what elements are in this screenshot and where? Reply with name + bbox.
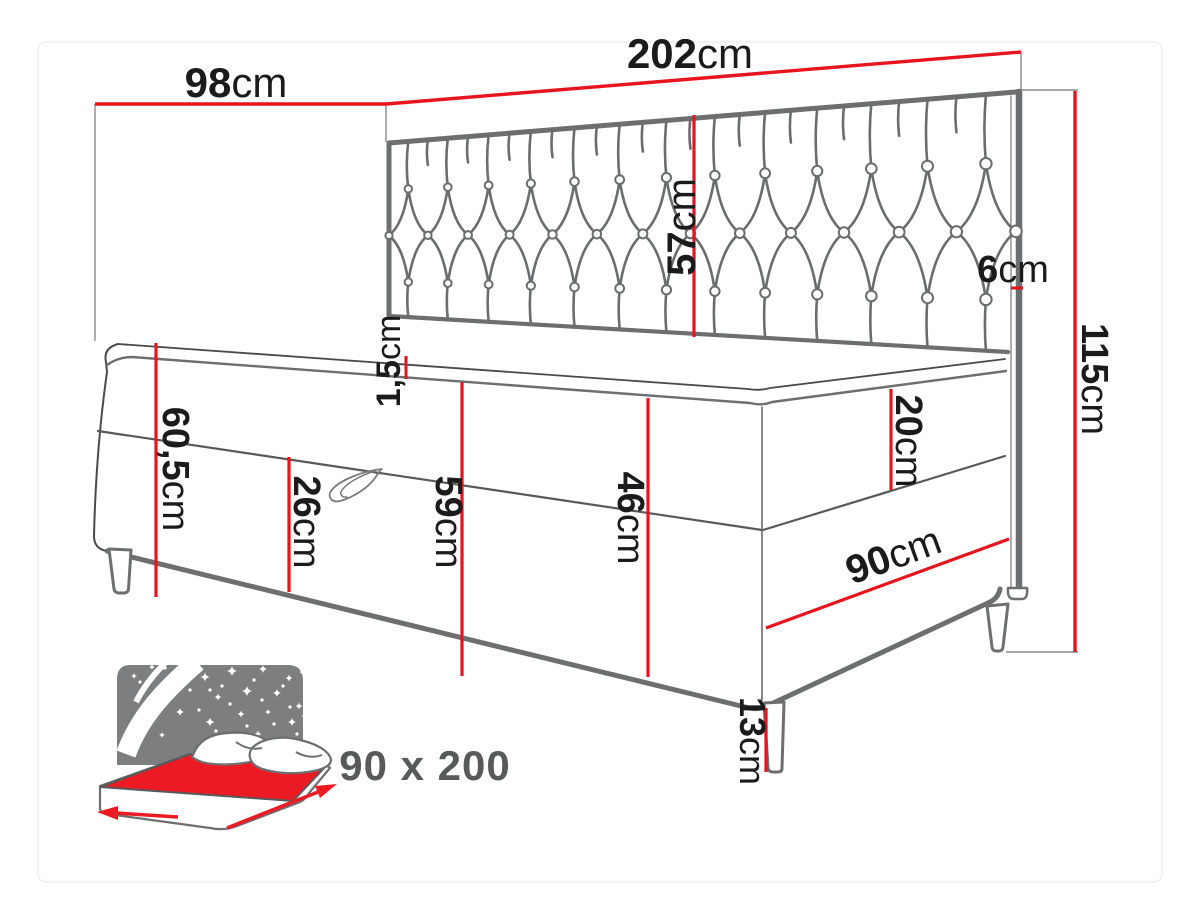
dimension-46cm: 46cm — [609, 398, 651, 677]
svg-text:20cm: 20cm — [887, 395, 929, 488]
dimension-59cm: 59cm — [427, 382, 469, 676]
leg-front-left — [107, 547, 133, 595]
icon-swoosh — [116, 654, 204, 758]
dimension-60-5cm: 60,5cm — [154, 343, 196, 597]
bed-left-edge — [93, 343, 119, 552]
dimension-20cm: 20cm — [887, 389, 929, 490]
icon-pillow-fold-2 — [295, 751, 323, 758]
dimensions: 98cm 202cm 57cm 6cm 115cm 1,5cm 60,5cm — [95, 30, 1115, 785]
dimension-202cm: 202cm — [385, 30, 1022, 106]
image-frame — [37, 41, 1163, 883]
icon-swoosh-2 — [133, 659, 169, 704]
size-label: 90 x 200 — [339, 742, 511, 789]
svg-text:202cm: 202cm — [627, 30, 753, 77]
leg-front-corner — [762, 700, 786, 774]
extension-lines — [94, 52, 1078, 653]
svg-text:60,5cm: 60,5cm — [154, 407, 196, 532]
mattress-top-edge — [117, 343, 1006, 391]
headboard-tufting — [384, 93, 1023, 353]
dimension-115cm: 115cm — [1073, 91, 1115, 652]
leg-right — [985, 602, 1010, 653]
svg-text:57cm: 57cm — [660, 178, 704, 276]
storage-handle-inner — [340, 470, 376, 498]
base-right-seam — [761, 454, 1007, 532]
mattress-back-edge — [386, 313, 1011, 355]
svg-text:98cm: 98cm — [185, 59, 288, 106]
dimension-13cm: 13cm — [732, 697, 773, 785]
headboard-top-edge — [386, 89, 1019, 146]
svg-text:6cm: 6cm — [977, 249, 1049, 291]
dimension-98cm: 98cm — [95, 59, 386, 106]
headboard-foot — [1006, 586, 1029, 601]
icon-arrows — [97, 784, 337, 830]
bed-drawing — [93, 88, 1029, 774]
svg-text:1,5cm: 1,5cm — [370, 315, 408, 408]
dimension-57cm: 57cm — [660, 115, 704, 337]
dimension-1-5cm: 1,5cm — [370, 315, 408, 408]
storage-handle — [328, 468, 383, 503]
svg-text:46cm: 46cm — [609, 472, 651, 565]
mattress-piping — [105, 355, 1008, 406]
bed-size-icon: 90 x 200 — [97, 654, 511, 831]
svg-text:115cm: 115cm — [1073, 323, 1115, 435]
svg-text:13cm: 13cm — [732, 697, 773, 785]
base-front-seam — [96, 429, 764, 532]
dimension-26cm: 26cm — [285, 457, 327, 592]
icon-pillow-right — [248, 736, 333, 775]
dimension-6cm: 6cm — [977, 249, 1049, 291]
svg-text:26cm: 26cm — [285, 476, 327, 569]
svg-text:59cm: 59cm — [427, 476, 469, 569]
icon-pillow-fold-1 — [235, 741, 263, 750]
